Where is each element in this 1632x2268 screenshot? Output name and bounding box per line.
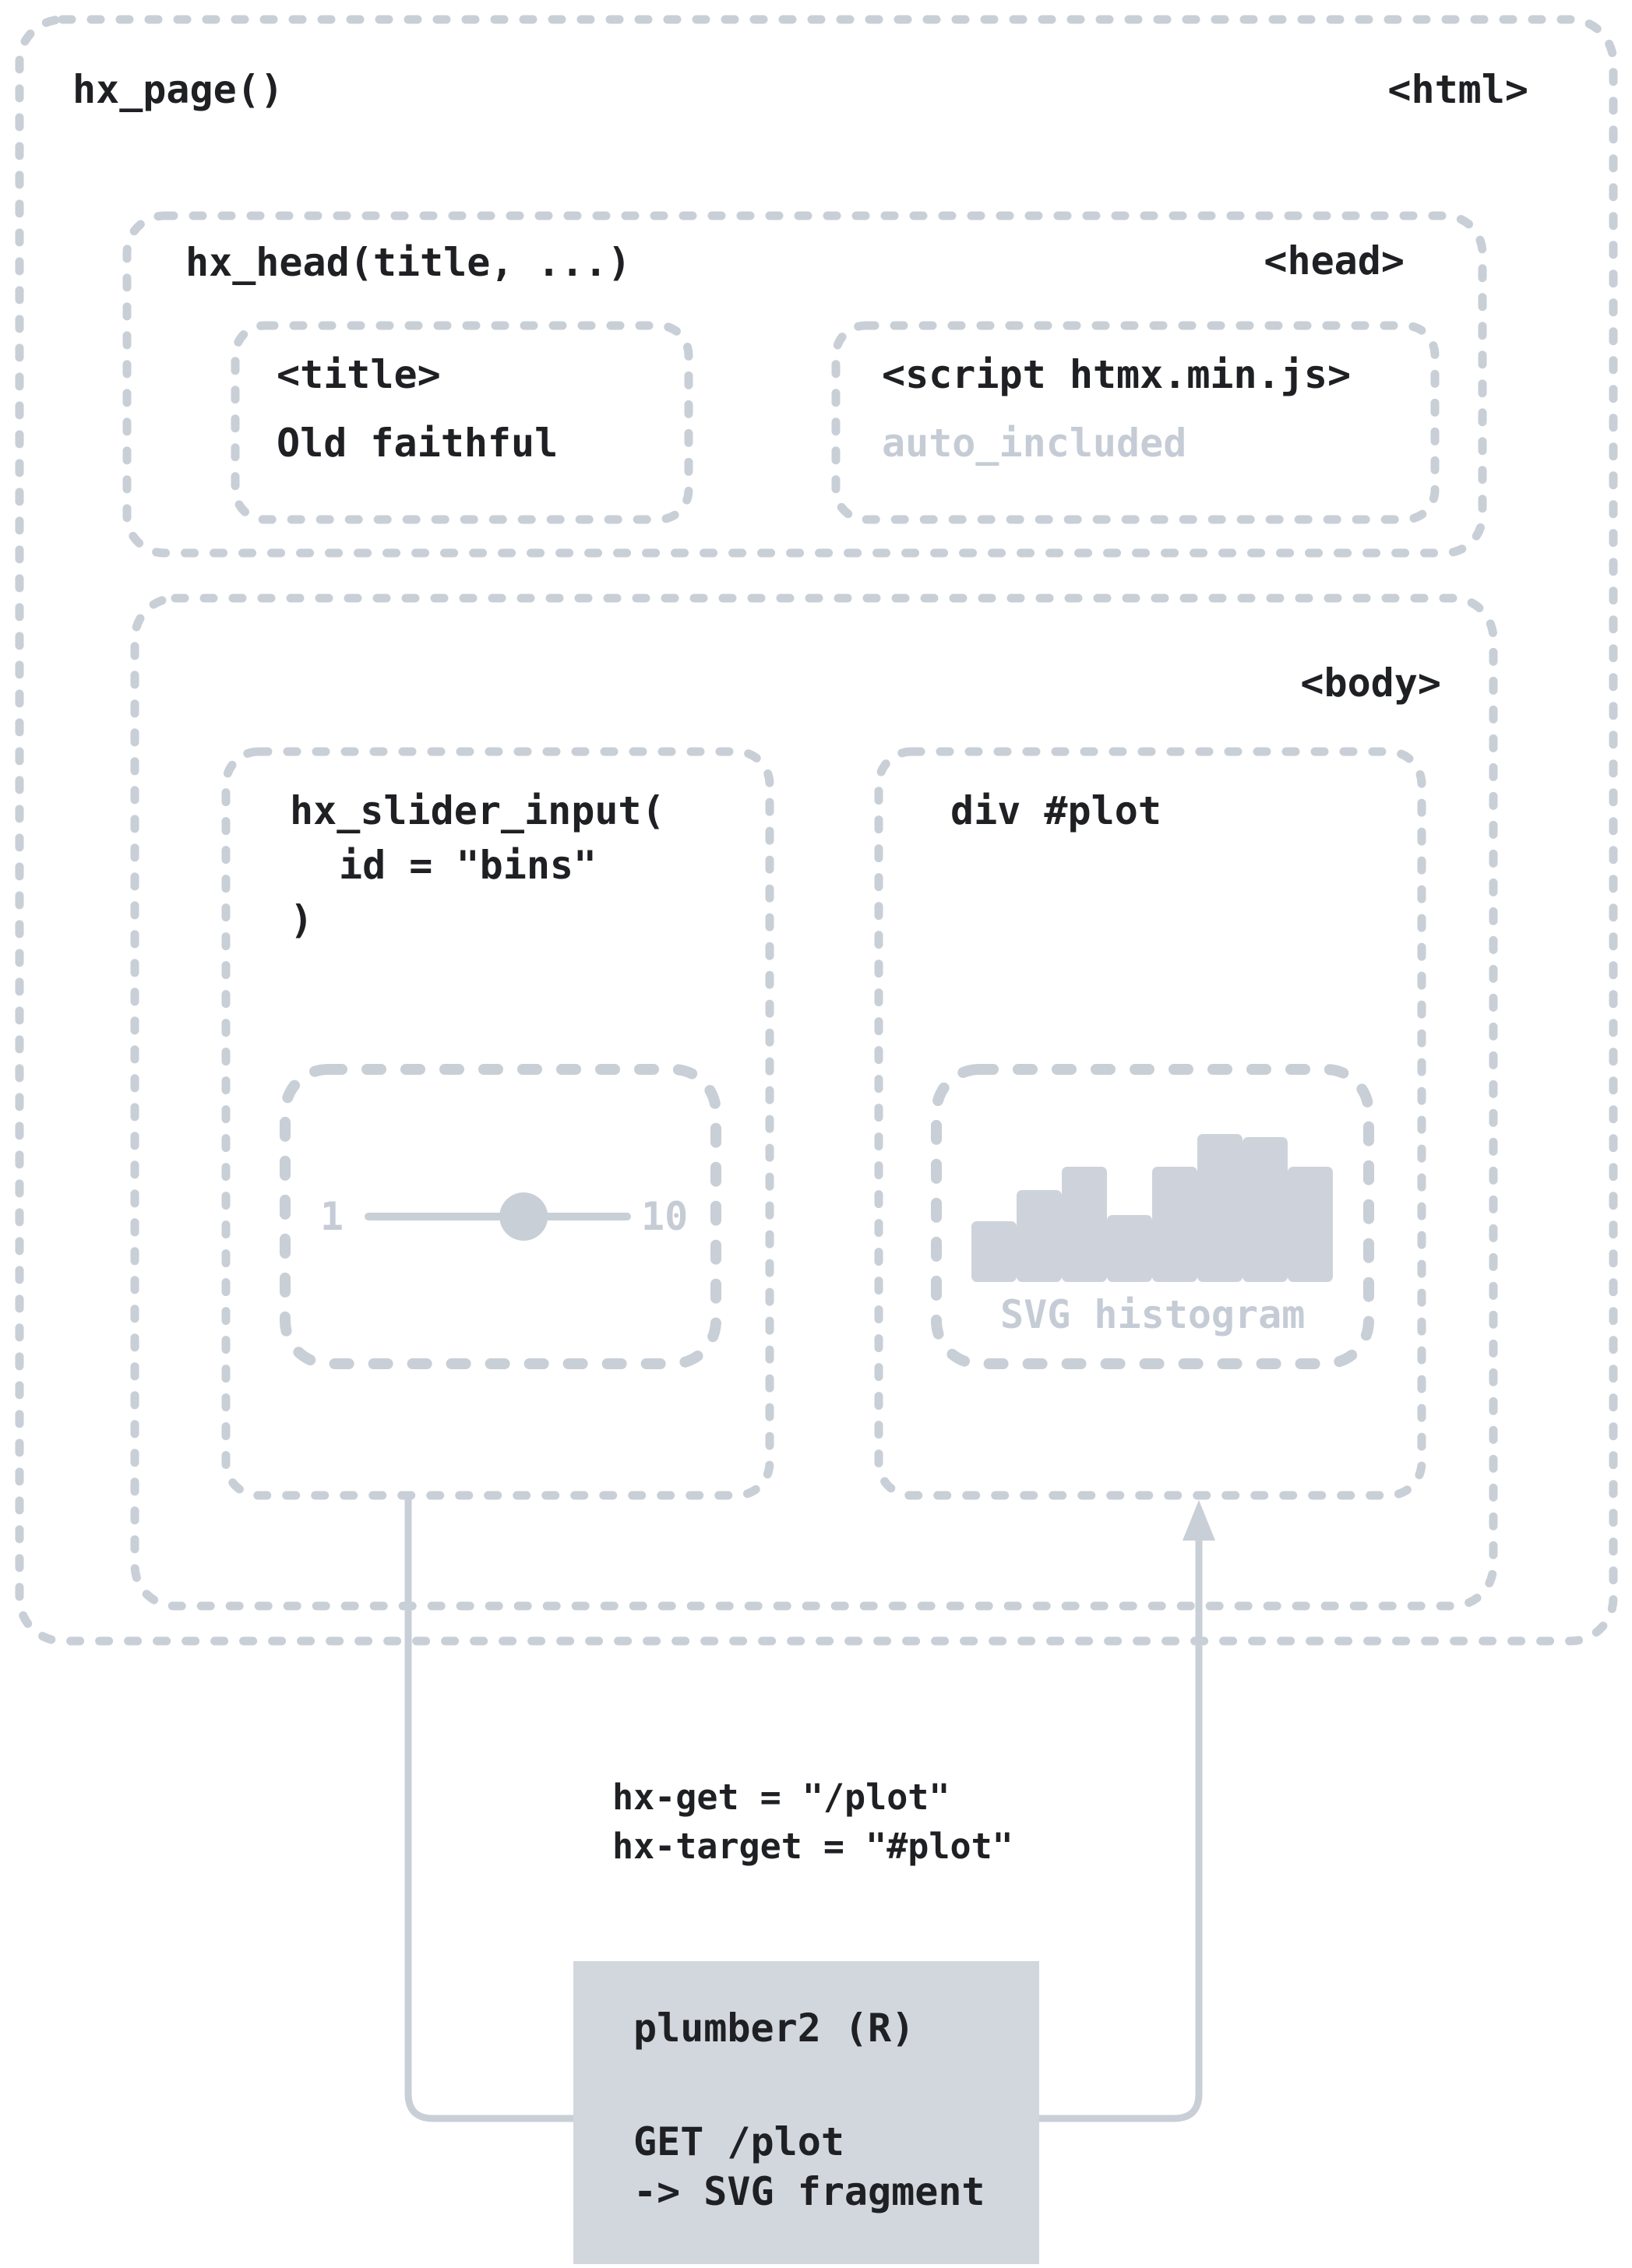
histogram-bar: [1017, 1190, 1062, 1282]
plot-div-label: div #plot: [950, 788, 1161, 833]
hx-head-fn-label: hx_head(title, ...): [185, 240, 631, 285]
slider-input-box: [221, 747, 774, 1500]
server-request-label: GET /plot: [633, 2119, 844, 2164]
hx-get-attr-label: hx-get = "/plot": [612, 1777, 950, 1818]
script-note-label: auto_included: [882, 421, 1187, 466]
slider-max-label: 10: [641, 1194, 689, 1239]
histogram-bar: [1243, 1137, 1288, 1282]
server-name-label: plumber2 (R): [633, 2006, 915, 2051]
title-box: [231, 321, 693, 524]
title-tag-label: <title>: [277, 352, 441, 397]
hx-target-attr-label: hx-target = "#plot": [612, 1826, 1013, 1867]
histogram-bar: [1197, 1134, 1243, 1282]
server-response-label: -> SVG fragment: [633, 2169, 985, 2214]
slider-widget-box: [280, 1064, 721, 1369]
head-tag-label: <head>: [1264, 238, 1405, 284]
html-tag-label: <html>: [1387, 67, 1528, 112]
hx-page-fn-label: hx_page(): [72, 67, 284, 112]
body-box: [130, 593, 1498, 1611]
title-value-label: Old faithful: [277, 421, 559, 466]
script-box: [831, 321, 1440, 524]
script-tag-label: <script htmx.min.js>: [882, 352, 1352, 397]
slider-thumb-icon: [499, 1192, 548, 1241]
plot-div-box: [874, 747, 1426, 1500]
histogram-bar: [1062, 1167, 1107, 1282]
hx-slider-input-fn-line2: id = "bins": [339, 843, 597, 888]
html-box: [15, 15, 1618, 1646]
histogram-bar: [1288, 1167, 1333, 1282]
hx-slider-input-fn-line1: hx_slider_input(: [290, 788, 665, 833]
head-box: [122, 211, 1487, 558]
body-tag-label: <body>: [1300, 660, 1441, 706]
histogram-bar: [1107, 1215, 1152, 1282]
server-box: plumber2 (R) GET /plot -> SVG fragment: [573, 1961, 1039, 2264]
histogram-bar: [1152, 1167, 1197, 1282]
response-arrowhead-icon: [1183, 1500, 1215, 1541]
slider-min-label: 1: [320, 1194, 344, 1239]
hx-slider-input-fn-line3: ): [290, 897, 314, 942]
histogram-widget-box: [931, 1064, 1374, 1369]
histogram-caption: SVG histogram: [1000, 1292, 1306, 1337]
histogram-bars: [971, 1134, 1333, 1282]
histogram-bar: [971, 1221, 1017, 1282]
